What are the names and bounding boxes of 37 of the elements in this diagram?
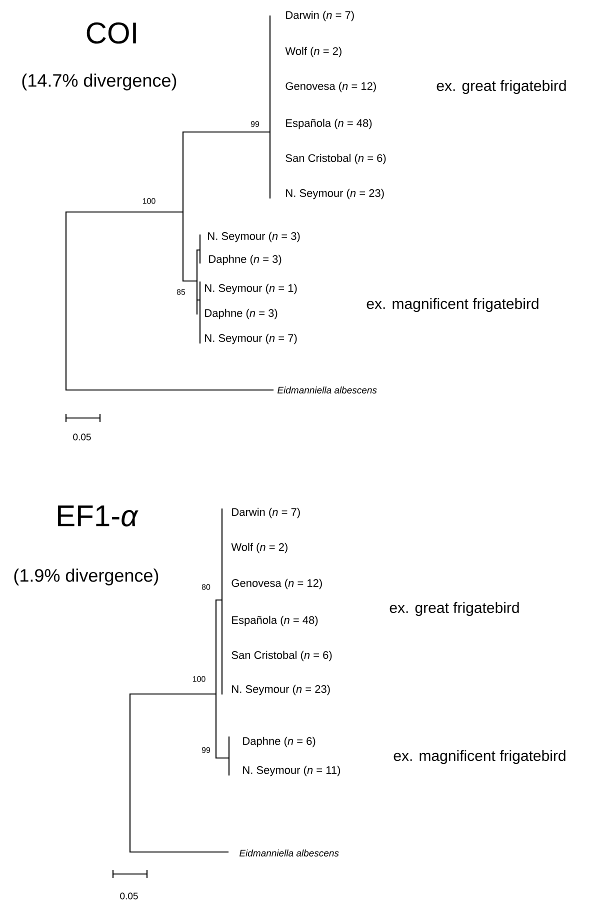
taxon-label: N. Seymour (n = 23) — [232, 684, 330, 696]
taxon-label: N. Seymour (n = 11) — [243, 766, 340, 776]
species-label: Eidmanniella albescens — [278, 386, 377, 394]
taxon-label: Daphne (n = 3) — [209, 254, 282, 266]
taxon-label: San Cristobal (n = 6) — [286, 154, 386, 164]
taxon-label: N. Seymour (n = 1) — [205, 284, 297, 294]
scale-label: 0.05 — [73, 434, 91, 440]
taxon-label: N. Seymour (n = 3) — [208, 232, 300, 242]
bootstrap-value: 85 — [176, 289, 186, 295]
taxon-label: Wolf (n = 2) — [285, 46, 342, 58]
bootstrap-value: 99 — [202, 747, 210, 753]
bootstrap-value: 99 — [250, 121, 260, 127]
bootstrap-value: 100 — [192, 676, 206, 682]
taxon-label: Genovesa (n = 12) — [286, 82, 376, 92]
taxon-label: Genovesa (n = 12) — [232, 578, 322, 590]
scale-label: 0.05 — [120, 892, 138, 900]
taxon-label: Española (n = 48) — [232, 616, 318, 626]
taxon-label: N. Seymour (n = 23) — [286, 188, 384, 200]
divergence-note: (14.7% divergence) — [22, 74, 176, 90]
clade-label: ex. great frigatebird — [390, 602, 519, 616]
clade-label: ex. magnificent frigatebird — [394, 750, 566, 764]
taxon-label: San Cristobal (n = 6) — [232, 650, 332, 662]
taxon-label: Daphne (n = 6) — [243, 736, 316, 748]
panel-title: EF1-α — [58, 506, 138, 526]
clade-label: ex. magnificent frigatebird — [366, 298, 538, 312]
panel-title: COI — [86, 22, 136, 44]
bootstrap-value: 100 — [142, 198, 156, 204]
clade-label: ex. great frigatebird — [436, 80, 566, 94]
divergence-note: (1.9% divergence) — [14, 568, 158, 586]
taxon-label: Daphne (n = 3) — [205, 308, 278, 320]
bootstrap-value: 80 — [202, 584, 210, 590]
taxon-label: Española (n = 48) — [286, 118, 372, 130]
taxon-label: Darwin (n = 7) — [232, 508, 300, 518]
species-label: Eidmanniella albescens — [240, 850, 339, 856]
taxon-label: Darwin (n = 7) — [286, 10, 354, 22]
taxon-label: N. Seymour (n = 7) — [205, 334, 297, 344]
taxon-label: Wolf (n = 2) — [231, 542, 288, 554]
